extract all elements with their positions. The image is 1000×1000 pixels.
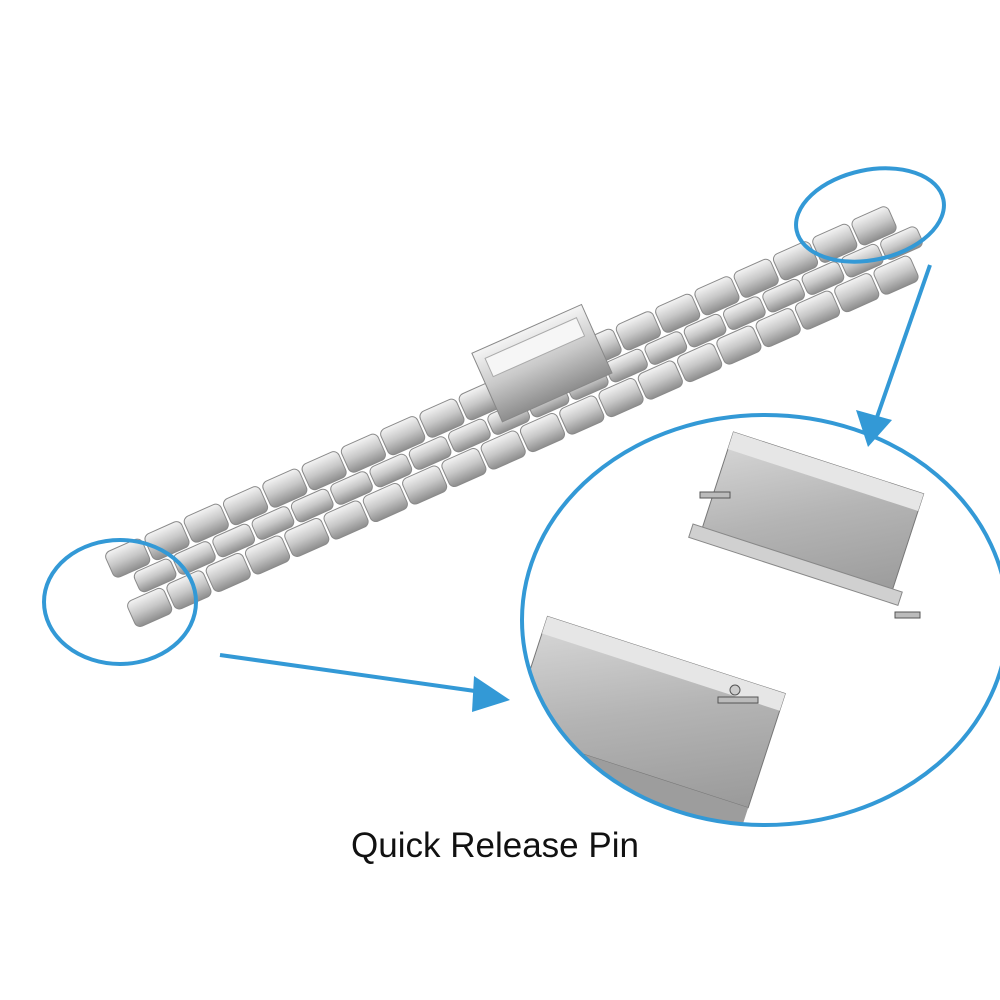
caption-label: Quick Release Pin	[351, 826, 639, 865]
arrow-right-head-icon	[856, 410, 892, 447]
band-link	[694, 276, 766, 365]
band-link	[340, 433, 413, 523]
band-link	[183, 503, 256, 592]
band-link	[419, 398, 491, 488]
band-link	[380, 416, 452, 505]
band-link	[655, 293, 727, 383]
band-link	[772, 241, 845, 330]
detail-link-top	[688, 431, 925, 606]
clasp	[471, 303, 613, 423]
band-link	[851, 206, 923, 295]
band-link	[262, 468, 334, 557]
detail-link-bottom	[522, 615, 786, 825]
large-detail-circle	[520, 413, 1000, 827]
band-link	[301, 451, 373, 540]
quick-release-pin-icon	[699, 491, 921, 704]
left-end-circle	[42, 538, 198, 666]
highlight-callouts	[42, 166, 1000, 827]
band-link	[144, 521, 216, 610]
band-link	[733, 258, 805, 348]
band-link	[222, 486, 295, 575]
right-end-circle	[794, 166, 946, 264]
band-link	[105, 538, 177, 627]
arrow-left-head-icon	[472, 676, 510, 712]
band-link	[615, 311, 688, 400]
zoom-detail	[522, 431, 925, 825]
